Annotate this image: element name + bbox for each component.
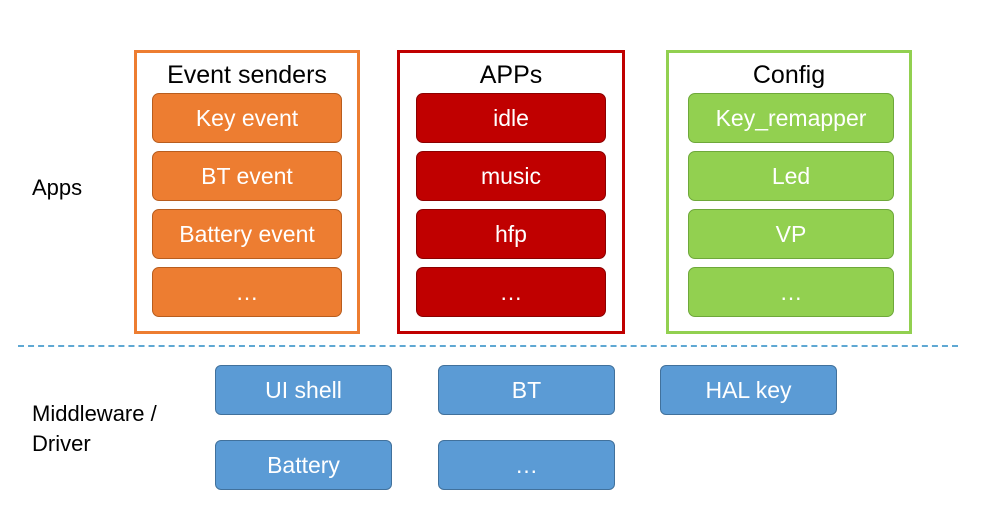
middleware-item-ui-shell: UI shell <box>215 365 392 415</box>
apps-layer-label: Apps <box>32 175 83 200</box>
app-item-hfp: hfp <box>416 209 606 259</box>
config-item-more: … <box>688 267 894 317</box>
app-item-music: music <box>416 151 606 201</box>
middleware-layer-label-line1: Middleware / <box>32 401 157 426</box>
config-item-vp: VP <box>688 209 894 259</box>
middleware-item-hal-key: HAL key <box>660 365 837 415</box>
config-item-key-remapper: Key_remapper <box>688 93 894 143</box>
event-senders-group: Event senders Key event BT event Battery… <box>134 50 360 334</box>
event-sender-item-bt-event: BT event <box>152 151 342 201</box>
middleware-item-battery: Battery <box>215 440 392 490</box>
config-group: Config Key_remapper Led VP … <box>666 50 912 334</box>
middleware-item-bt: BT <box>438 365 615 415</box>
event-senders-title: Event senders <box>167 61 327 89</box>
middleware-layer-label-line2: Driver <box>32 431 91 456</box>
apps-title: APPs <box>479 61 543 89</box>
config-item-led: Led <box>688 151 894 201</box>
config-title: Config <box>752 61 826 89</box>
apps-group: APPs idle music hfp … <box>397 50 625 334</box>
event-sender-item-more: … <box>152 267 342 317</box>
middleware-item-more: … <box>438 440 615 490</box>
app-item-idle: idle <box>416 93 606 143</box>
event-sender-item-battery-event: Battery event <box>152 209 342 259</box>
app-item-more: … <box>416 267 606 317</box>
layer-divider <box>18 345 958 347</box>
event-sender-item-key-event: Key event <box>152 93 342 143</box>
